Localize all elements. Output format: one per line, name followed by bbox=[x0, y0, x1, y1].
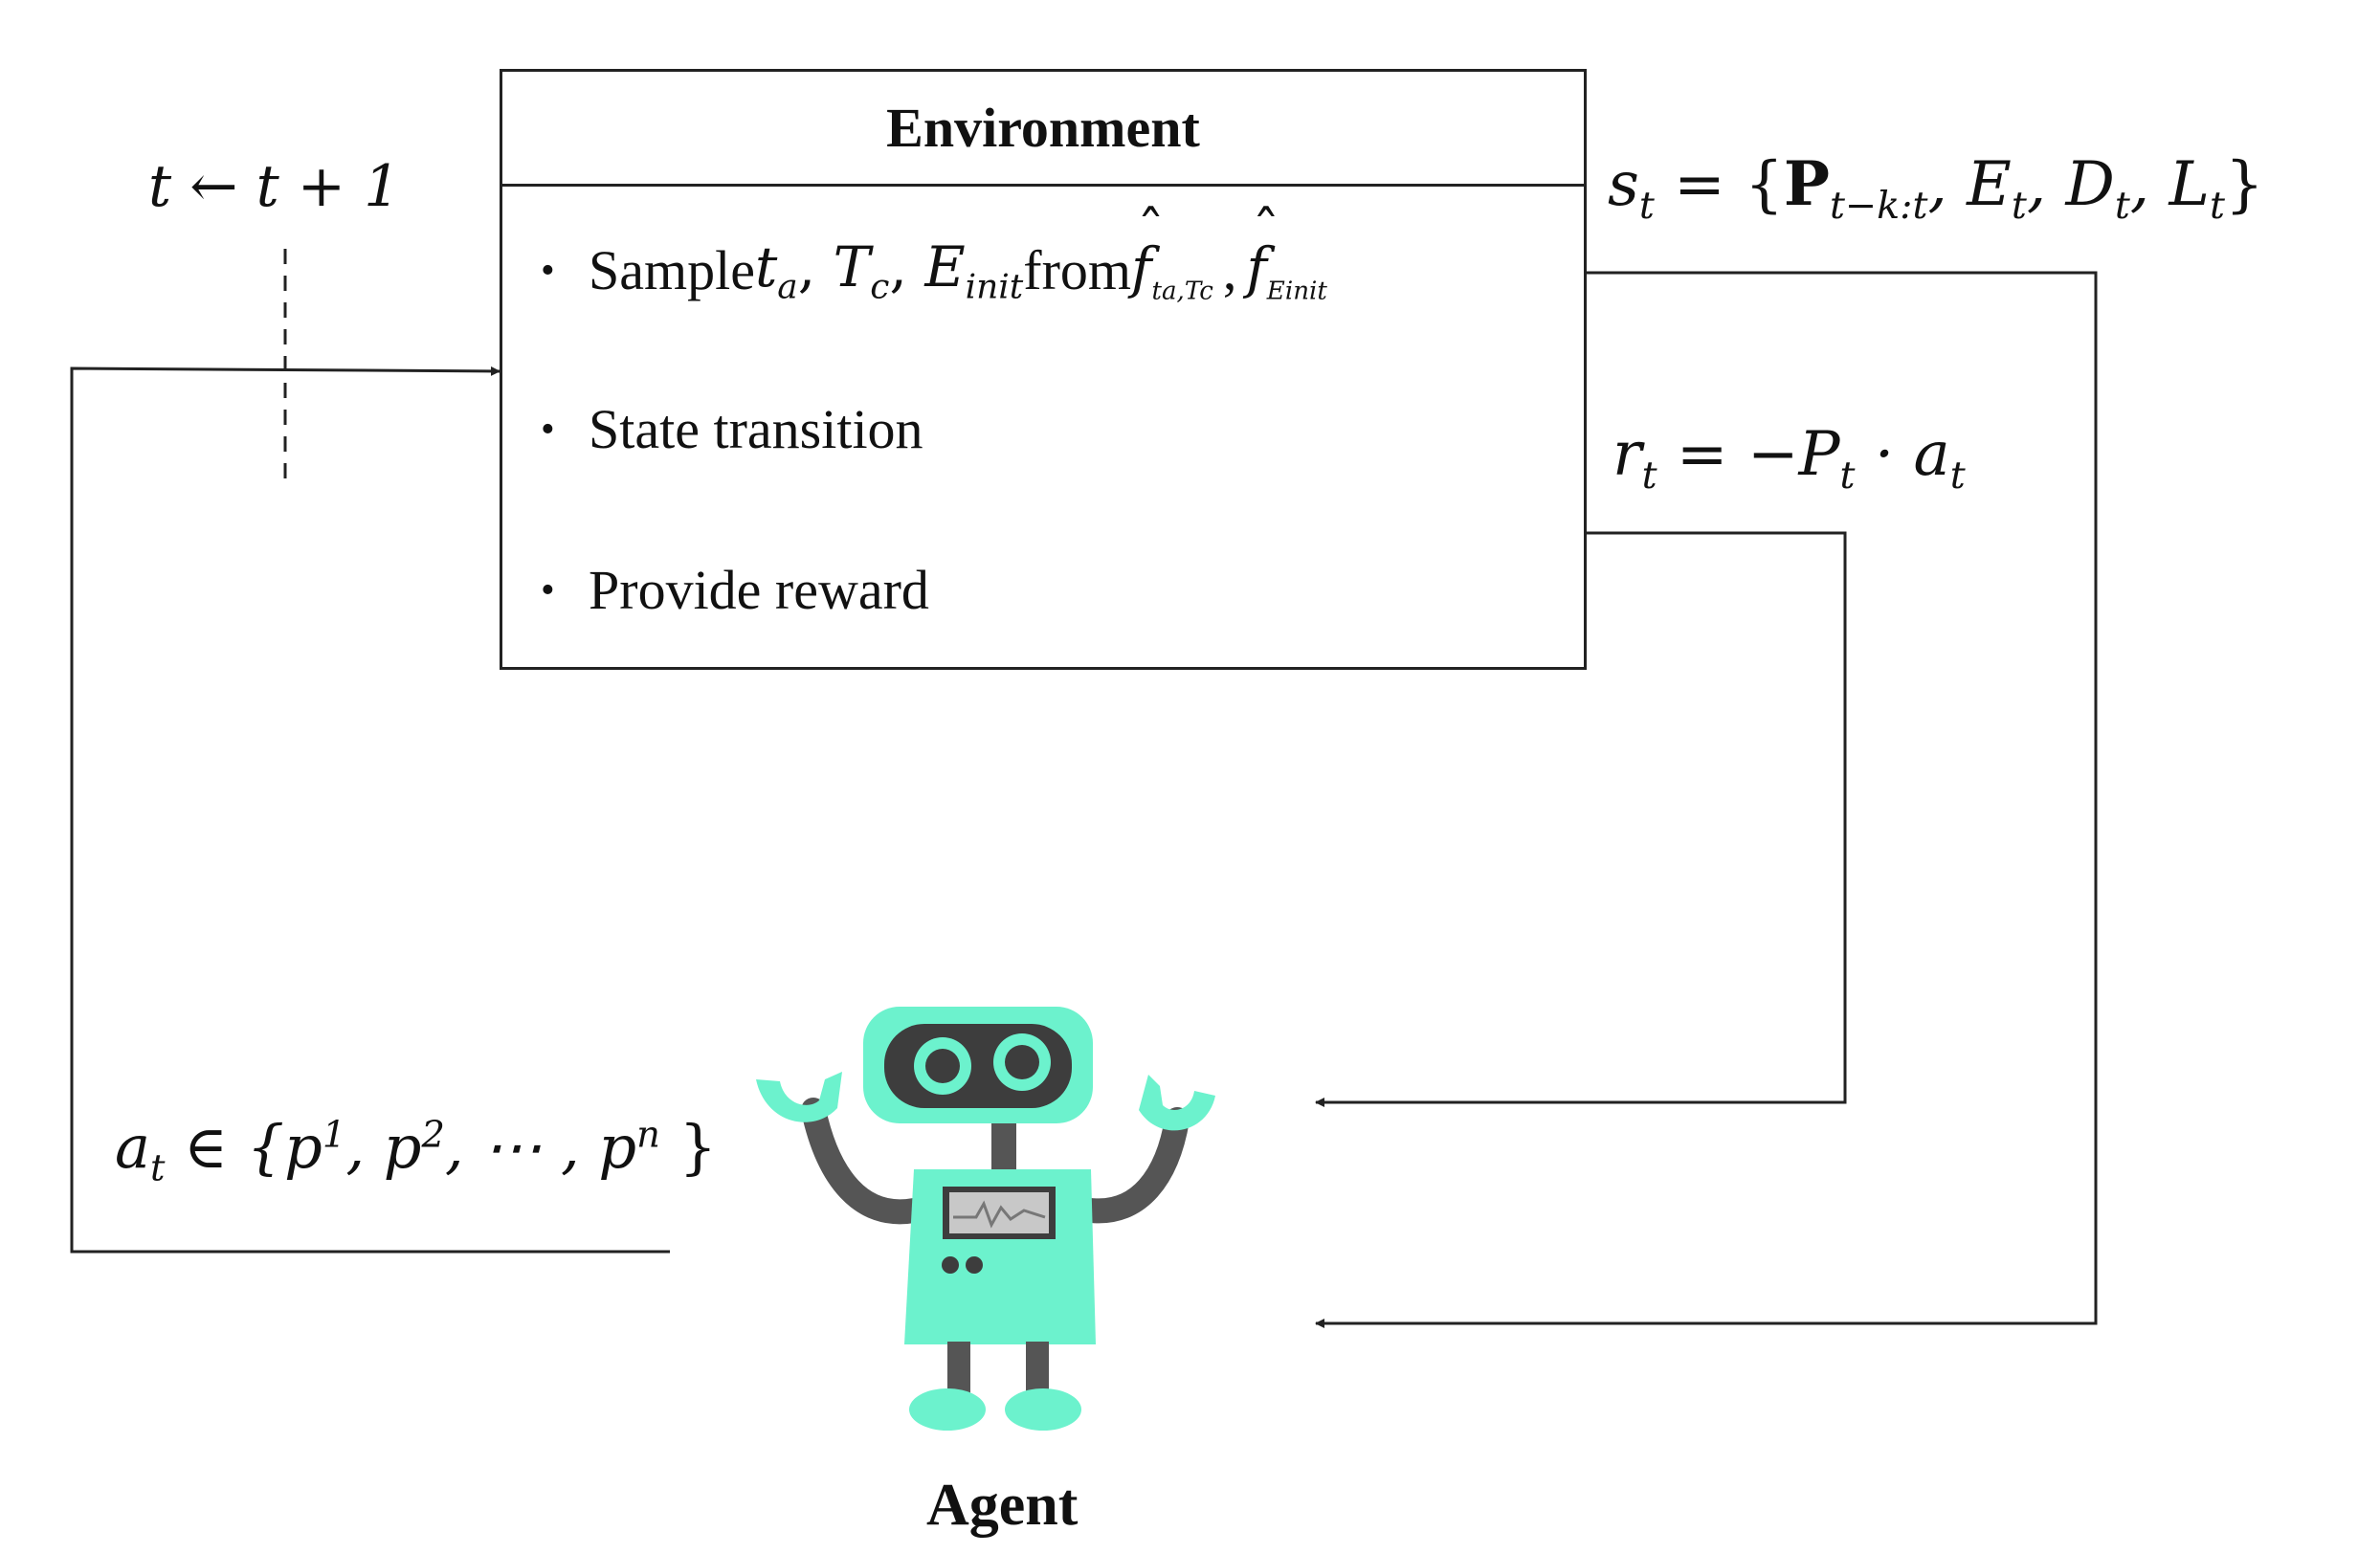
provide-reward-text: Provide reward bbox=[589, 559, 929, 621]
reward-eq: = −P bbox=[1657, 419, 1840, 490]
f-sub-2: Einit bbox=[1266, 277, 1327, 306]
reward-a-sub: t bbox=[1949, 453, 1966, 498]
reward-label: rt = −Pt · at bbox=[1613, 419, 1966, 498]
robot-button-2 bbox=[966, 1256, 983, 1274]
robot-button-1 bbox=[942, 1256, 959, 1274]
robot-right-pupil bbox=[1005, 1045, 1039, 1079]
state-s-sub: t bbox=[1638, 183, 1655, 228]
robot-screen-wave bbox=[953, 1200, 1046, 1229]
var-t: t bbox=[754, 234, 778, 300]
action-close: } bbox=[659, 1112, 718, 1182]
robot-left-foot bbox=[909, 1388, 986, 1431]
state-P: P bbox=[1783, 148, 1830, 220]
var-E-sub: init bbox=[965, 267, 1024, 307]
state-D: , D bbox=[2026, 149, 2115, 220]
environment-title: Environment bbox=[502, 72, 1584, 187]
sample-text: Sample bbox=[589, 239, 755, 302]
robot-left-claw bbox=[756, 1072, 842, 1122]
state-L-sub: t bbox=[2209, 183, 2225, 228]
state-line bbox=[1315, 271, 2098, 1328]
action-in: ∈ {p bbox=[165, 1112, 323, 1182]
action-a: a bbox=[115, 1112, 150, 1182]
state-close: } bbox=[2224, 149, 2264, 220]
bullet-provide-reward: • Provide reward bbox=[541, 558, 929, 622]
action-p1-sup: 1 bbox=[322, 1113, 346, 1157]
state-E-sub: t bbox=[2011, 183, 2027, 228]
state-transition-text: State transition bbox=[589, 398, 923, 460]
var-t-sub: a bbox=[777, 267, 798, 307]
var-T: T bbox=[833, 234, 871, 300]
state-L: , L bbox=[2129, 149, 2210, 220]
reward-line bbox=[1315, 531, 1847, 1107]
var-T-sub: c bbox=[870, 267, 890, 307]
robot-left-arm bbox=[801, 1098, 926, 1225]
from-text: from bbox=[1023, 239, 1132, 302]
bullet-marker: • bbox=[541, 567, 555, 612]
robot-icon bbox=[756, 1007, 1215, 1431]
agent-label: Agent bbox=[926, 1473, 1079, 1538]
f-hat-1: ˆ fta,Tc bbox=[1131, 199, 1213, 306]
sample-vars: ta, Tc, Einit bbox=[754, 234, 1024, 307]
reward-r: r bbox=[1613, 419, 1642, 490]
time-rhs: t + 1 bbox=[256, 153, 401, 220]
state-s: s bbox=[1608, 149, 1639, 220]
robot-right-arm bbox=[1079, 1107, 1190, 1224]
action-p2-sup: 2 bbox=[421, 1113, 445, 1157]
robot-left-leg bbox=[947, 1342, 970, 1394]
environment-box: Environment • Sample ta, Tc, Einit from … bbox=[500, 69, 1587, 670]
robot-right-foot bbox=[1005, 1388, 1081, 1431]
state-E: , E bbox=[1927, 149, 2012, 220]
state-P-sub: t−k:t bbox=[1829, 183, 1928, 228]
bullet-marker: • bbox=[541, 407, 555, 452]
state-label: st = {Pt−k:t, Et, Dt, Lt} bbox=[1608, 148, 2264, 228]
action-p2: , p bbox=[345, 1112, 422, 1182]
action-label: at ∈ {p1, p2, ⋯ , pn } bbox=[115, 1112, 717, 1189]
reward-dot: · a bbox=[1855, 419, 1950, 490]
robot-right-leg bbox=[1026, 1342, 1049, 1394]
f-sub-1: ta,Tc bbox=[1151, 277, 1213, 306]
f-symbol-1: f bbox=[1131, 235, 1152, 300]
reward-P-sub: t bbox=[1839, 453, 1856, 498]
time-arrow: ← bbox=[189, 153, 238, 220]
robot-right-claw bbox=[1139, 1075, 1215, 1131]
f-symbol-2: f bbox=[1246, 235, 1267, 300]
state-eq: = { bbox=[1654, 149, 1784, 220]
robot-neck bbox=[991, 1115, 1016, 1172]
action-a-sub: t bbox=[149, 1146, 166, 1190]
action-pn-sup: n bbox=[636, 1113, 660, 1157]
var-E: E bbox=[924, 234, 966, 300]
action-dots: , ⋯ , p bbox=[444, 1112, 637, 1182]
bullet-state-transition: • State transition bbox=[541, 397, 923, 461]
f-hat-2: ˆ fEinit bbox=[1246, 199, 1327, 306]
reward-r-sub: t bbox=[1641, 453, 1657, 498]
time-lhs: t bbox=[148, 153, 172, 220]
time-update-label: t ← t + 1 bbox=[148, 153, 400, 220]
bullet-marker: • bbox=[541, 248, 555, 293]
robot-left-pupil bbox=[925, 1049, 960, 1083]
bullet-sample: • Sample ta, Tc, Einit from ˆ fta,Tc , ˆ… bbox=[541, 199, 1327, 307]
state-D-sub: t bbox=[2114, 183, 2130, 228]
